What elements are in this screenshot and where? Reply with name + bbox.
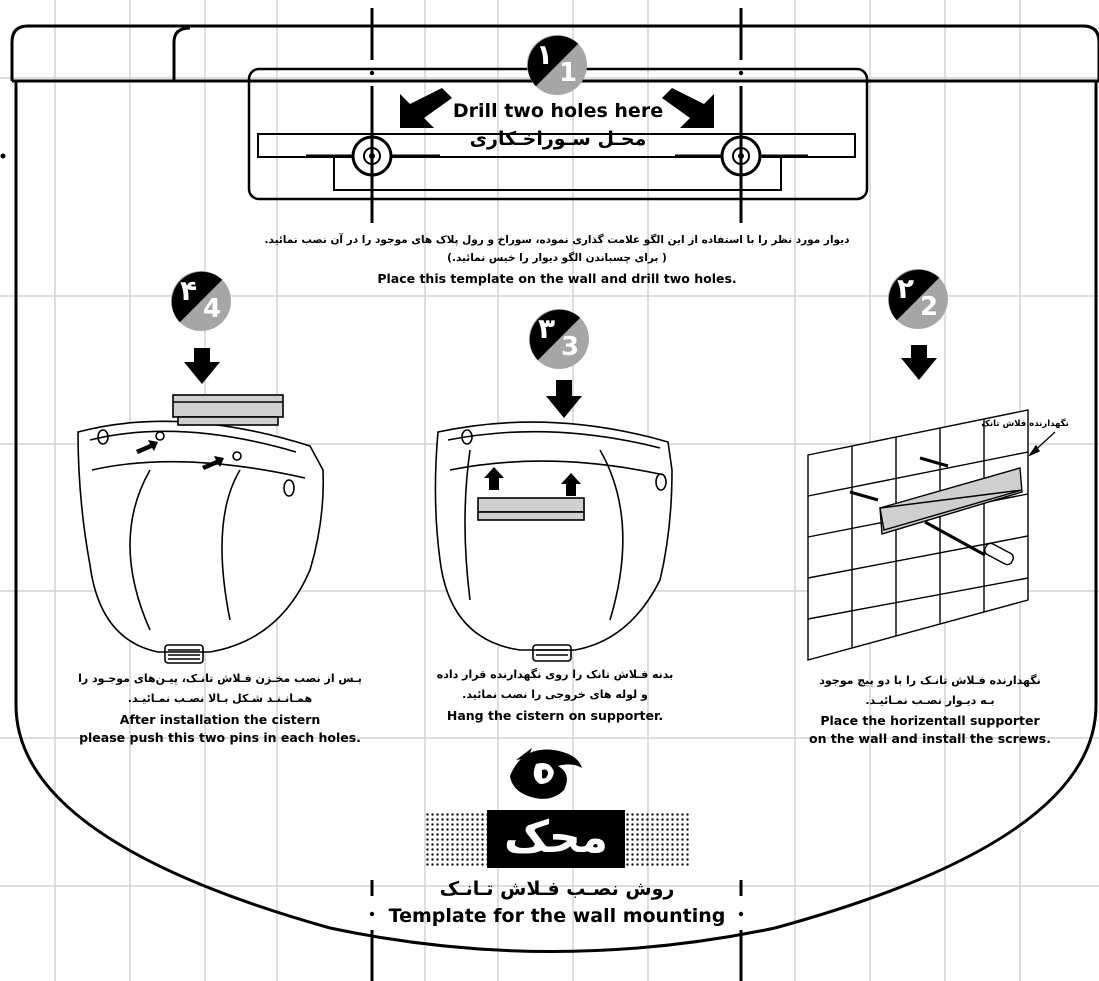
badge-digit-en: 2 <box>920 292 939 322</box>
push-arrow-icon <box>136 440 224 470</box>
diagonal-arrow-icon <box>662 88 714 128</box>
step2-caption-fa-line2: بـه دیـوار نصـب نمـائیـد. <box>865 694 995 707</box>
number-badge-icon <box>529 309 589 369</box>
step2-number-badge: ۲ 2 <box>887 268 949 330</box>
number-badge-icon <box>171 271 231 331</box>
badge-digit-fa: ۴ <box>180 274 198 307</box>
instruction-fa-line1: دیوار مورد نظر را با استفاده از این الگو… <box>264 234 850 246</box>
supporter-callout: نگهدارنده فلاش تانک <box>981 419 1069 429</box>
down-arrow-icon <box>901 345 937 380</box>
down-arrow-icon <box>184 348 220 384</box>
step4-caption-fa-line1: پـس از نصب مخـزن فـلاش تانـک، پیـن‌های م… <box>78 672 362 685</box>
step2-wall-illustration <box>807 409 1056 661</box>
step3-caption-fa-line1: بدنه فـلاش تانک را روی نگهدارنده قرار دا… <box>436 668 674 681</box>
step4-caption-fa-line2: همـانـنـد شـکل بـالا نصـب نمـائیـد. <box>127 692 313 705</box>
up-arrow-icon <box>484 467 581 496</box>
step3-caption-en-line1: Hang the cistern on supporter. <box>446 708 664 723</box>
step3-cistern-illustration <box>434 421 673 662</box>
badge-digit-fa: ۲ <box>897 272 915 305</box>
badge-digit-en: 1 <box>559 58 578 88</box>
step1-number-badge: ۱ 1 <box>526 34 588 96</box>
step4-caption-en-line1: After installation the cistern <box>119 712 321 727</box>
instruction-en: Place this template on the wall and dril… <box>377 271 737 286</box>
drill-heading-en: Drill two holes here <box>452 100 664 122</box>
diagonal-arrow-icon <box>400 88 452 128</box>
edge-dot <box>0 153 6 159</box>
footer-title-en: Template for the wall mounting <box>388 905 726 927</box>
crosshair-icon <box>675 130 808 182</box>
step4-cistern-illustration <box>77 394 325 664</box>
crosshair-icon <box>306 130 440 182</box>
step4-caption-en-line2: please push this two pins in each holes. <box>79 730 361 745</box>
number-badge-icon <box>888 269 948 329</box>
drill-heading-fa: محـل سـوراخـکاری <box>469 128 647 150</box>
badge-digit-fa: ۱ <box>536 38 554 71</box>
footer-title-fa: روش نصـب فـلاش تـانـک <box>439 878 675 900</box>
step3-number-badge: ۳ 3 <box>528 308 590 370</box>
down-arrow-icon <box>546 380 582 418</box>
step3-caption-fa-line2: و لوله های خروجی را نصب نمائید. <box>462 688 648 701</box>
brand-box <box>487 810 625 868</box>
instruction-fa-line2: ( برای چسباندن الگو دیوار را خیس نمائید.… <box>447 252 667 264</box>
step2-caption-en-line2: on the wall and install the screws. <box>809 731 1051 746</box>
step4-number-badge: ۴ 4 <box>170 270 232 332</box>
guide-dots <box>369 70 744 917</box>
step2-caption-en-line1: Place the horizentall supporter <box>820 713 1040 728</box>
brand-logo-icon <box>510 748 582 799</box>
brand-name: محک <box>503 812 608 863</box>
number-badge-icon <box>527 35 587 95</box>
badge-digit-en: 4 <box>203 294 222 324</box>
badge-digit-en: 3 <box>561 332 580 362</box>
badge-digit-fa: ۳ <box>538 312 556 345</box>
step2-caption-fa-line1: نگهدارنده فـلاش تانـک را با دو پیچ موجود <box>819 674 1041 687</box>
